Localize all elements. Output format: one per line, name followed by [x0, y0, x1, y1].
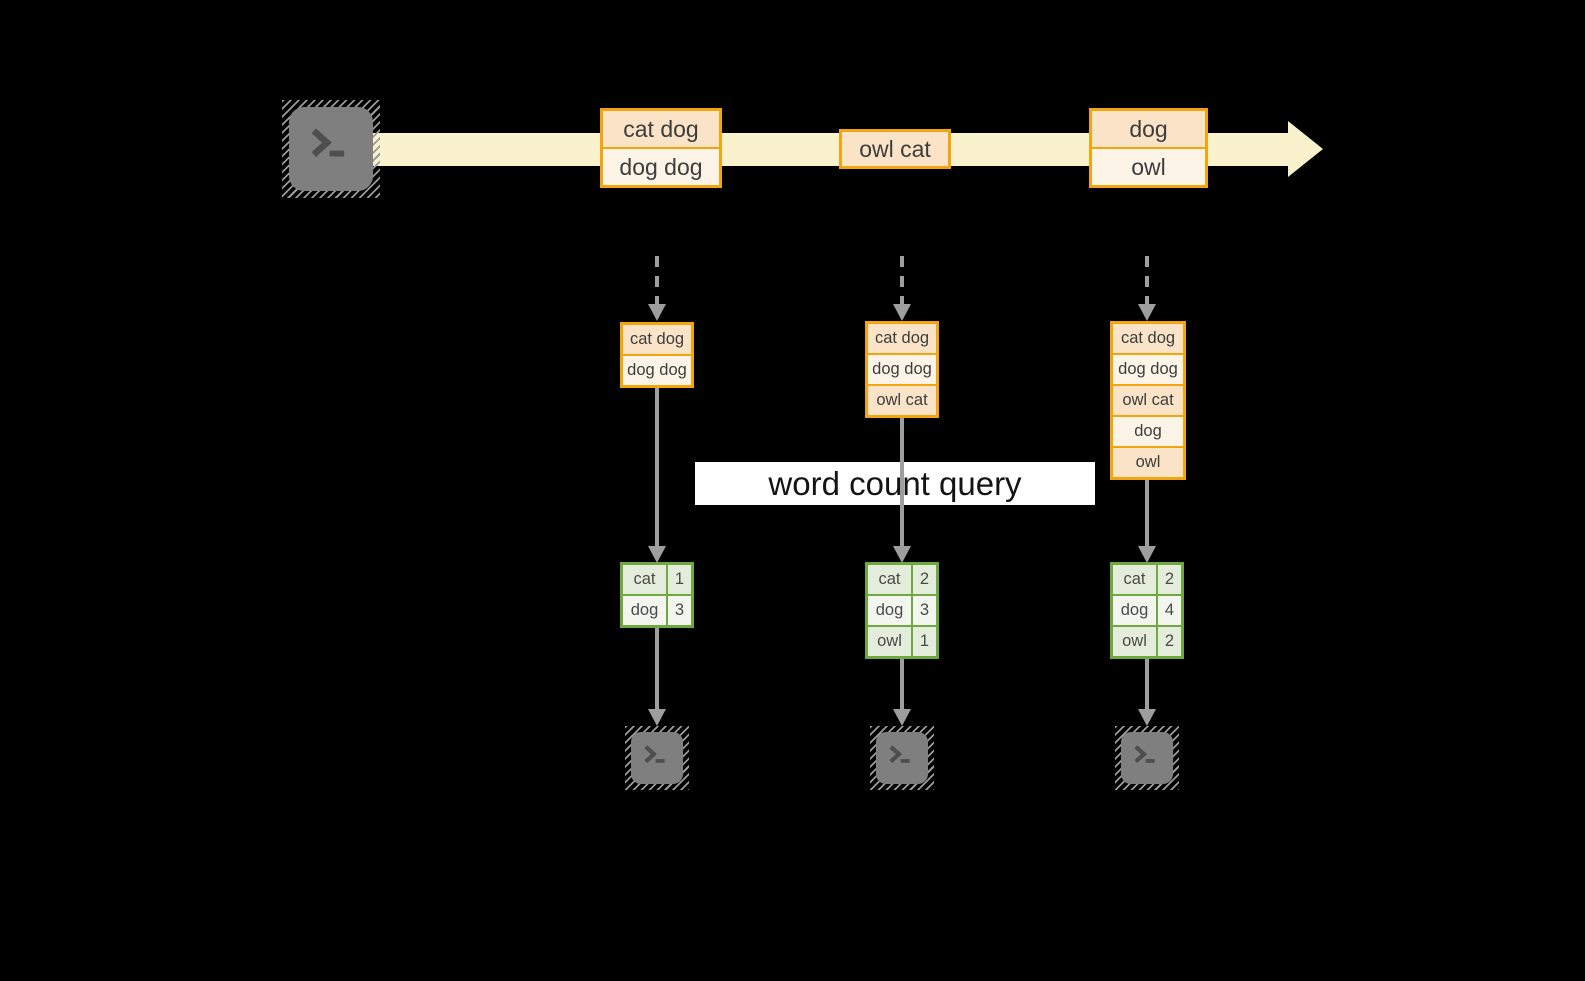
terminal-prompt-icon [644, 745, 665, 764]
stream-event-box-2: owl cat [839, 129, 951, 169]
sink-arrow-1-head [648, 709, 666, 726]
dashed-arrow-2 [900, 256, 904, 304]
terminal-icon-body [631, 732, 683, 784]
sink-arrow-3-head [1138, 709, 1156, 726]
state-box-3: cat dog dog dog owl cat dog owl [1110, 321, 1186, 480]
sink-arrow-2-head [893, 709, 911, 726]
event-line: owl [1092, 149, 1205, 185]
event-line: dog [1092, 111, 1205, 147]
word-cell: owl [1113, 627, 1156, 656]
dashed-arrow-2-head [893, 304, 911, 321]
solid-arrow-1-head [648, 546, 666, 563]
sink-arrow-1 [655, 628, 659, 709]
count-table-1: cat 1 dog 3 [620, 562, 694, 628]
state-box-2: cat dog dog dog owl cat [865, 321, 939, 418]
count-cell: 2 [1158, 627, 1181, 656]
event-line: owl cat [842, 132, 948, 166]
count-cell: 3 [668, 596, 691, 625]
solid-arrow-2 [900, 416, 904, 547]
terminal-prompt-icon [889, 745, 910, 764]
word-cell: dog [623, 596, 666, 625]
terminal-icon [282, 100, 380, 198]
state-line: owl cat [1113, 386, 1183, 415]
count-cell: 3 [913, 596, 936, 625]
state-line: cat dog [1113, 324, 1183, 353]
state-box-1: cat dog dog dog [620, 322, 694, 388]
count-cell: 2 [913, 565, 936, 594]
dashed-arrow-1-head [648, 304, 666, 321]
count-cell: 1 [913, 627, 936, 656]
word-cell: dog [1113, 596, 1156, 625]
terminal-icon-body [289, 107, 373, 191]
sink-arrow-2 [900, 659, 904, 709]
terminal-icon-body [1121, 732, 1173, 784]
state-line: owl cat [868, 386, 936, 415]
terminal-prompt-icon [1134, 745, 1155, 764]
state-line: cat dog [623, 325, 691, 354]
solid-arrow-3 [1145, 478, 1149, 547]
dashed-arrow-3 [1145, 256, 1149, 304]
state-line: dog dog [623, 356, 691, 385]
terminal-icon-body [876, 732, 928, 784]
event-line: cat dog [603, 111, 719, 147]
solid-arrow-3-head [1138, 546, 1156, 563]
state-line: cat dog [868, 324, 936, 353]
state-line: dog [1113, 417, 1183, 446]
word-cell: cat [1113, 565, 1156, 594]
solid-arrow-1 [655, 386, 659, 547]
word-cell: dog [868, 596, 911, 625]
word-cell: cat [623, 565, 666, 594]
solid-arrow-2-head [893, 546, 911, 563]
word-cell: cat [868, 565, 911, 594]
stream-event-box-3: dog owl [1089, 108, 1208, 188]
stream-event-box-1: cat dog dog dog [600, 108, 722, 188]
count-table-3: cat 2 dog 4 owl 2 [1110, 562, 1184, 659]
terminal-icon [1115, 726, 1179, 790]
dashed-arrow-3-head [1138, 304, 1156, 321]
state-line: dog dog [868, 355, 936, 384]
terminal-prompt-icon [311, 128, 345, 157]
count-cell: 1 [668, 565, 691, 594]
word-cell: owl [868, 627, 911, 656]
state-line: dog dog [1113, 355, 1183, 384]
dashed-arrow-1 [655, 256, 659, 304]
count-cell: 2 [1158, 565, 1181, 594]
state-line: owl [1113, 448, 1183, 477]
query-label-text: word count query [768, 464, 1022, 502]
terminal-icon [625, 726, 689, 790]
query-label: word count query [695, 462, 1095, 505]
stream-arrow-head [1288, 121, 1323, 177]
terminal-icon [870, 726, 934, 790]
count-table-2: cat 2 dog 3 owl 1 [865, 562, 939, 659]
count-cell: 4 [1158, 596, 1181, 625]
event-line: dog dog [603, 149, 719, 185]
sink-arrow-3 [1145, 659, 1149, 709]
